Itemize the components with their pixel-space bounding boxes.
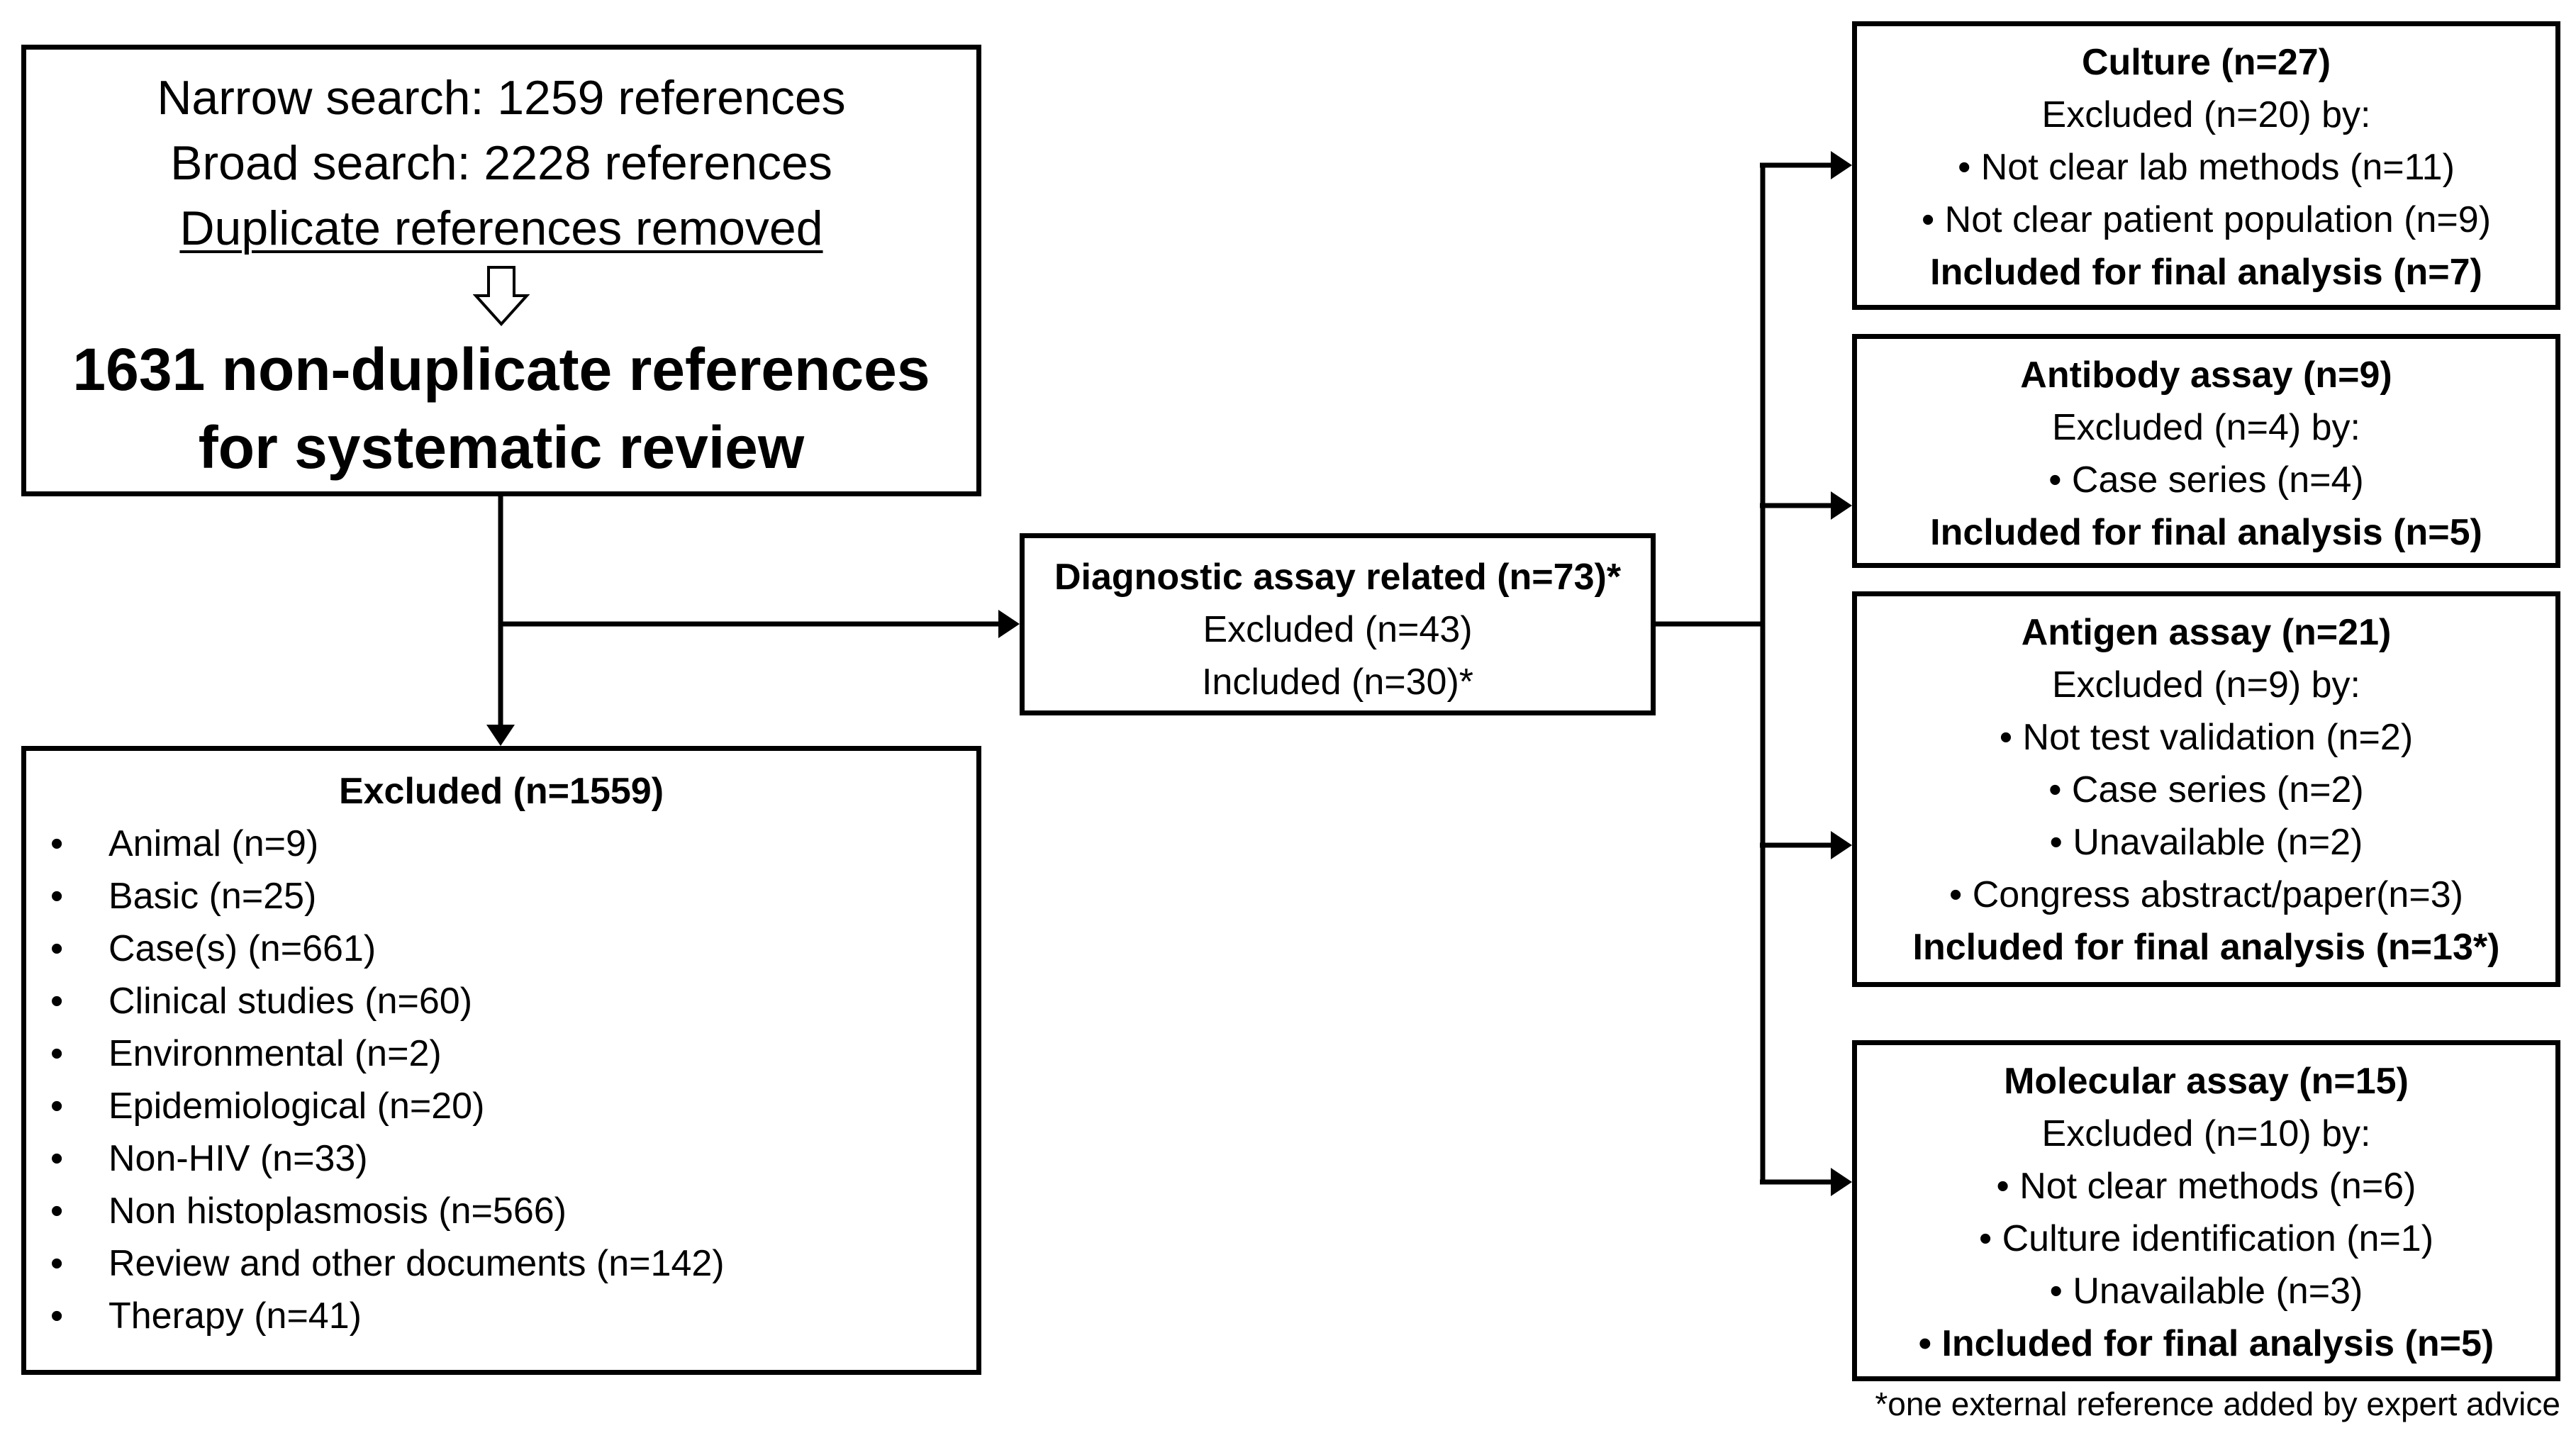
culture-included: Included for final analysis (n=7) xyxy=(1930,252,2482,293)
list-item: •Non-HIV (n=33) xyxy=(50,1138,368,1179)
list-item: •Environmental (n=2) xyxy=(50,1033,442,1074)
antibody-excluded: Excluded (n=4) by: xyxy=(2051,407,2361,448)
culture-title: Culture (n=27) xyxy=(2081,42,2331,83)
arrowhead-antigen xyxy=(1831,831,1852,859)
molecular-included: • Included for final analysis (n=5) xyxy=(1918,1323,2494,1364)
culture-box: Culture (n=27) Excluded (n=20) by: • Not… xyxy=(1852,21,2560,310)
molecular-box: Molecular assay (n=15) Excluded (n=10) b… xyxy=(1852,1040,2560,1381)
non-duplicate-title-line2: for systematic review xyxy=(198,414,805,481)
molecular-reason: • Not clear methods (n=6) xyxy=(1996,1166,2416,1207)
list-item: •Therapy (n=41) xyxy=(50,1295,362,1337)
footnote: *one external reference added by expert … xyxy=(1875,1385,2560,1422)
culture-reason: • Not clear lab methods (n=11) xyxy=(1958,147,2455,188)
excluded-list: •Animal (n=9) •Basic (n=25) •Case(s) (n=… xyxy=(26,818,976,1342)
arrowhead-antibody xyxy=(1831,491,1852,520)
diagnostic-included: Included (n=30)* xyxy=(1201,662,1474,703)
diagnostic-excluded: Excluded (n=43) xyxy=(1203,609,1473,650)
search-results-box: Narrow search: 1259 references Broad sea… xyxy=(21,45,981,496)
arrowhead-molecular xyxy=(1831,1168,1852,1196)
antigen-reason: • Not test validation (n=2) xyxy=(1999,717,2414,758)
antigen-reason: • Case series (n=2) xyxy=(2048,769,2364,810)
narrow-search-text: Narrow search: 1259 references xyxy=(157,71,846,125)
antigen-reason: • Unavailable (n=2) xyxy=(2049,822,2363,863)
arrowhead-diagnostic xyxy=(998,610,1020,638)
non-duplicate-title-line1: 1631 non-duplicate references xyxy=(72,336,930,403)
molecular-reason: • Unavailable (n=3) xyxy=(2049,1271,2363,1312)
list-item: •Review and other documents (n=142) xyxy=(50,1243,725,1284)
diagnostic-assay-box: Diagnostic assay related (n=73)* Exclude… xyxy=(1020,533,1656,715)
antibody-box: Antibody assay (n=9) Excluded (n=4) by: … xyxy=(1852,334,2560,568)
molecular-excluded: Excluded (n=10) by: xyxy=(2041,1113,2371,1154)
down-arrow-icon xyxy=(26,261,976,330)
antigen-title: Antigen assay (n=21) xyxy=(2021,612,2392,653)
arrowhead-excluded xyxy=(486,725,515,746)
antibody-included: Included for final analysis (n=5) xyxy=(1930,512,2482,553)
duplicates-removed-text: Duplicate references removed xyxy=(179,201,823,255)
arrowhead-culture xyxy=(1831,151,1852,179)
antibody-reason: • Case series (n=4) xyxy=(2048,459,2364,501)
culture-excluded: Excluded (n=20) by: xyxy=(2041,94,2371,135)
molecular-reason: • Culture identification (n=1) xyxy=(1978,1218,2434,1259)
antigen-reason: • Congress abstract/paper(n=3) xyxy=(1949,874,2463,915)
list-item: •Animal (n=9) xyxy=(50,823,319,864)
list-item: •Epidemiological (n=20) xyxy=(50,1086,485,1127)
molecular-title: Molecular assay (n=15) xyxy=(2004,1061,2409,1102)
antigen-included: Included for final analysis (n=13*) xyxy=(1912,927,2500,968)
excluded-title: Excluded (n=1559) xyxy=(338,771,664,812)
diagnostic-title: Diagnostic assay related (n=73)* xyxy=(1054,557,1622,598)
excluded-box: Excluded (n=1559) •Animal (n=9) •Basic (… xyxy=(21,746,981,1375)
broad-search-text: Broad search: 2228 references xyxy=(170,136,832,190)
list-item: •Basic (n=25) xyxy=(50,876,317,917)
culture-reason: • Not clear patient population (n=9) xyxy=(1921,199,2492,240)
list-item: •Non histoplasmosis (n=566) xyxy=(50,1191,567,1232)
antibody-title: Antibody assay (n=9) xyxy=(2020,355,2392,396)
list-item: •Clinical studies (n=60) xyxy=(50,981,473,1022)
list-item: •Case(s) (n=661) xyxy=(50,928,377,969)
antigen-box: Antigen assay (n=21) Excluded (n=9) by: … xyxy=(1852,591,2560,987)
antigen-excluded: Excluded (n=9) by: xyxy=(2051,664,2361,706)
